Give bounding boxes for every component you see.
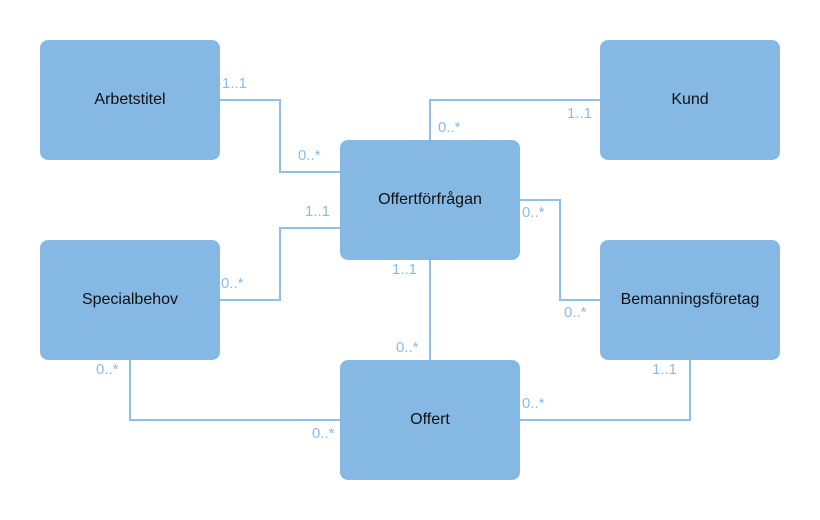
mult-offertforfragan-offert-end: 1..1 xyxy=(392,261,418,278)
mult-offert-specialbehov-end: 0..* xyxy=(312,425,335,442)
mult-offertforfragan-arbetstitel-end: 0..* xyxy=(298,147,321,164)
entity-kund[interactable]: Kund xyxy=(600,40,780,160)
mult-kund-end: 1..1 xyxy=(567,105,593,122)
mult-offertforfragan-bemanning-end: 0..* xyxy=(522,204,545,221)
connector-bemanning-offert xyxy=(520,360,691,421)
mult-offert-bemanning-end: 0..* xyxy=(522,395,545,412)
mult-arbetstitel-end: 1..1 xyxy=(222,75,248,92)
mult-offertforfragan-specialbehov-end: 1..1 xyxy=(305,203,331,220)
mult-offert-request-end: 0..* xyxy=(396,339,419,356)
mult-specialbehov-request-end: 0..* xyxy=(221,275,244,292)
mult-bemanningsforetag-request-end: 0..* xyxy=(564,304,587,321)
connector-bemanning-offertforfragan xyxy=(520,199,600,301)
entity-bemanningsforetag[interactable]: Bemanningsföretag xyxy=(600,240,780,360)
entity-specialbehov[interactable]: Specialbehov xyxy=(40,240,220,360)
connector-specialbehov-offertforfragan xyxy=(220,227,340,301)
entity-offertforfragan[interactable]: Offertförfrågan xyxy=(340,140,520,260)
mult-offertforfragan-kund-end: 0..* xyxy=(438,119,461,136)
mult-specialbehov-offert-end: 0..* xyxy=(96,361,119,378)
connector-arbetstitel-offertforfragan xyxy=(220,99,340,173)
connector-kund-offertforfragan xyxy=(429,99,600,140)
entity-arbetstitel[interactable]: Arbetstitel xyxy=(40,40,220,160)
entity-offert[interactable]: Offert xyxy=(340,360,520,480)
mult-bemanningsforetag-offert-end: 1..1 xyxy=(652,361,678,378)
connector-specialbehov-offert xyxy=(129,360,340,421)
